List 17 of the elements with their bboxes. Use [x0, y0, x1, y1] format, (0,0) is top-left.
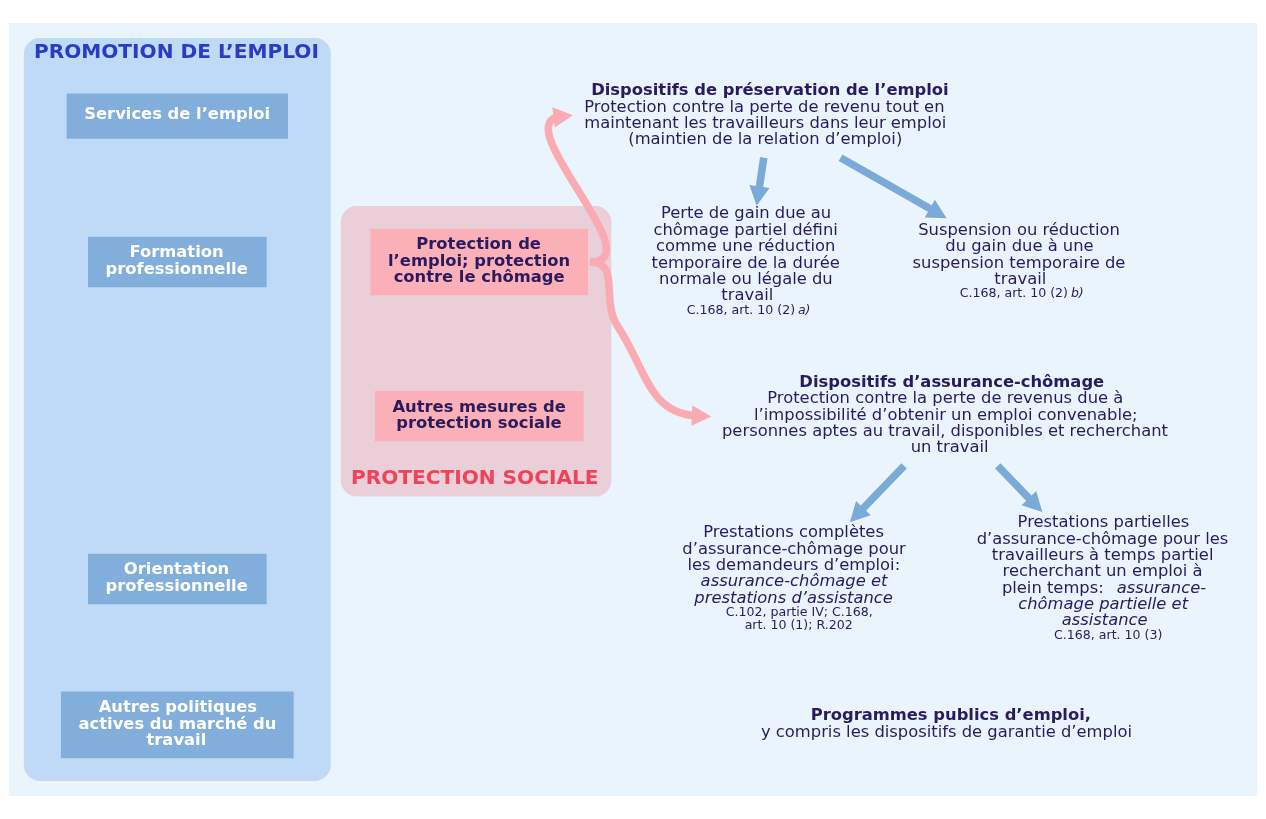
node-text: Dispositifs de préservation de l’emploi Protection contre la perte de revenu tout en maintenant les travailleurs dans leur emploi (maintien de la relation d’emploi) [584, 80, 949, 149]
node-text: Prestations complètes d’assurance-chômage pour les demandeurs d’emploi: assurance-chômage et prestations d’assistance C.102, partie IV; C.168, art. 10 (1); R.202 [682, 522, 906, 632]
node-box: Autres politiques actives du marché du travail [60, 691, 294, 759]
arrow [589, 258, 712, 426]
node-box: Orientation professionnelle [88, 553, 267, 605]
arrow [849, 463, 907, 523]
node-box: Protection de l’emploi; protection contre le chômage [370, 228, 589, 296]
node-box: Services de l’emploi [66, 93, 288, 139]
node-text: Perte de gain due au chômage partiel défini comme une réduction temporaire de la durée normale ou légale du travail C.168, art. 10 (2) a) [651, 203, 840, 317]
node-text: Prestations partielles d’assurance-chômage pour les travailleurs à temps partiel recherchant un emploi à plein temps: assurance-chômage partielle et assistance C.168, art. 10 (3) [976, 512, 1229, 642]
node-text: Dispositifs d’assurance-chômage Protection contre la perte de revenus due à l’impossibilité d’obtenir un emploi convenable; personnes aptes au travail, disponibles et recherchant un travail [722, 372, 1168, 457]
node-box: Formation professionnelle [88, 236, 267, 288]
node-box: Autres mesures de protection sociale [374, 390, 584, 442]
arrow [995, 463, 1043, 513]
node-text: Suspension ou réduction du gain due à une suspension temporaire de travail C.168, art. 10 (2) b) [912, 219, 1126, 301]
node-text: Programmes publics d’emploi, y compris les dispositifs de garantie d’emploi [760, 705, 1133, 741]
arrow [838, 154, 947, 219]
